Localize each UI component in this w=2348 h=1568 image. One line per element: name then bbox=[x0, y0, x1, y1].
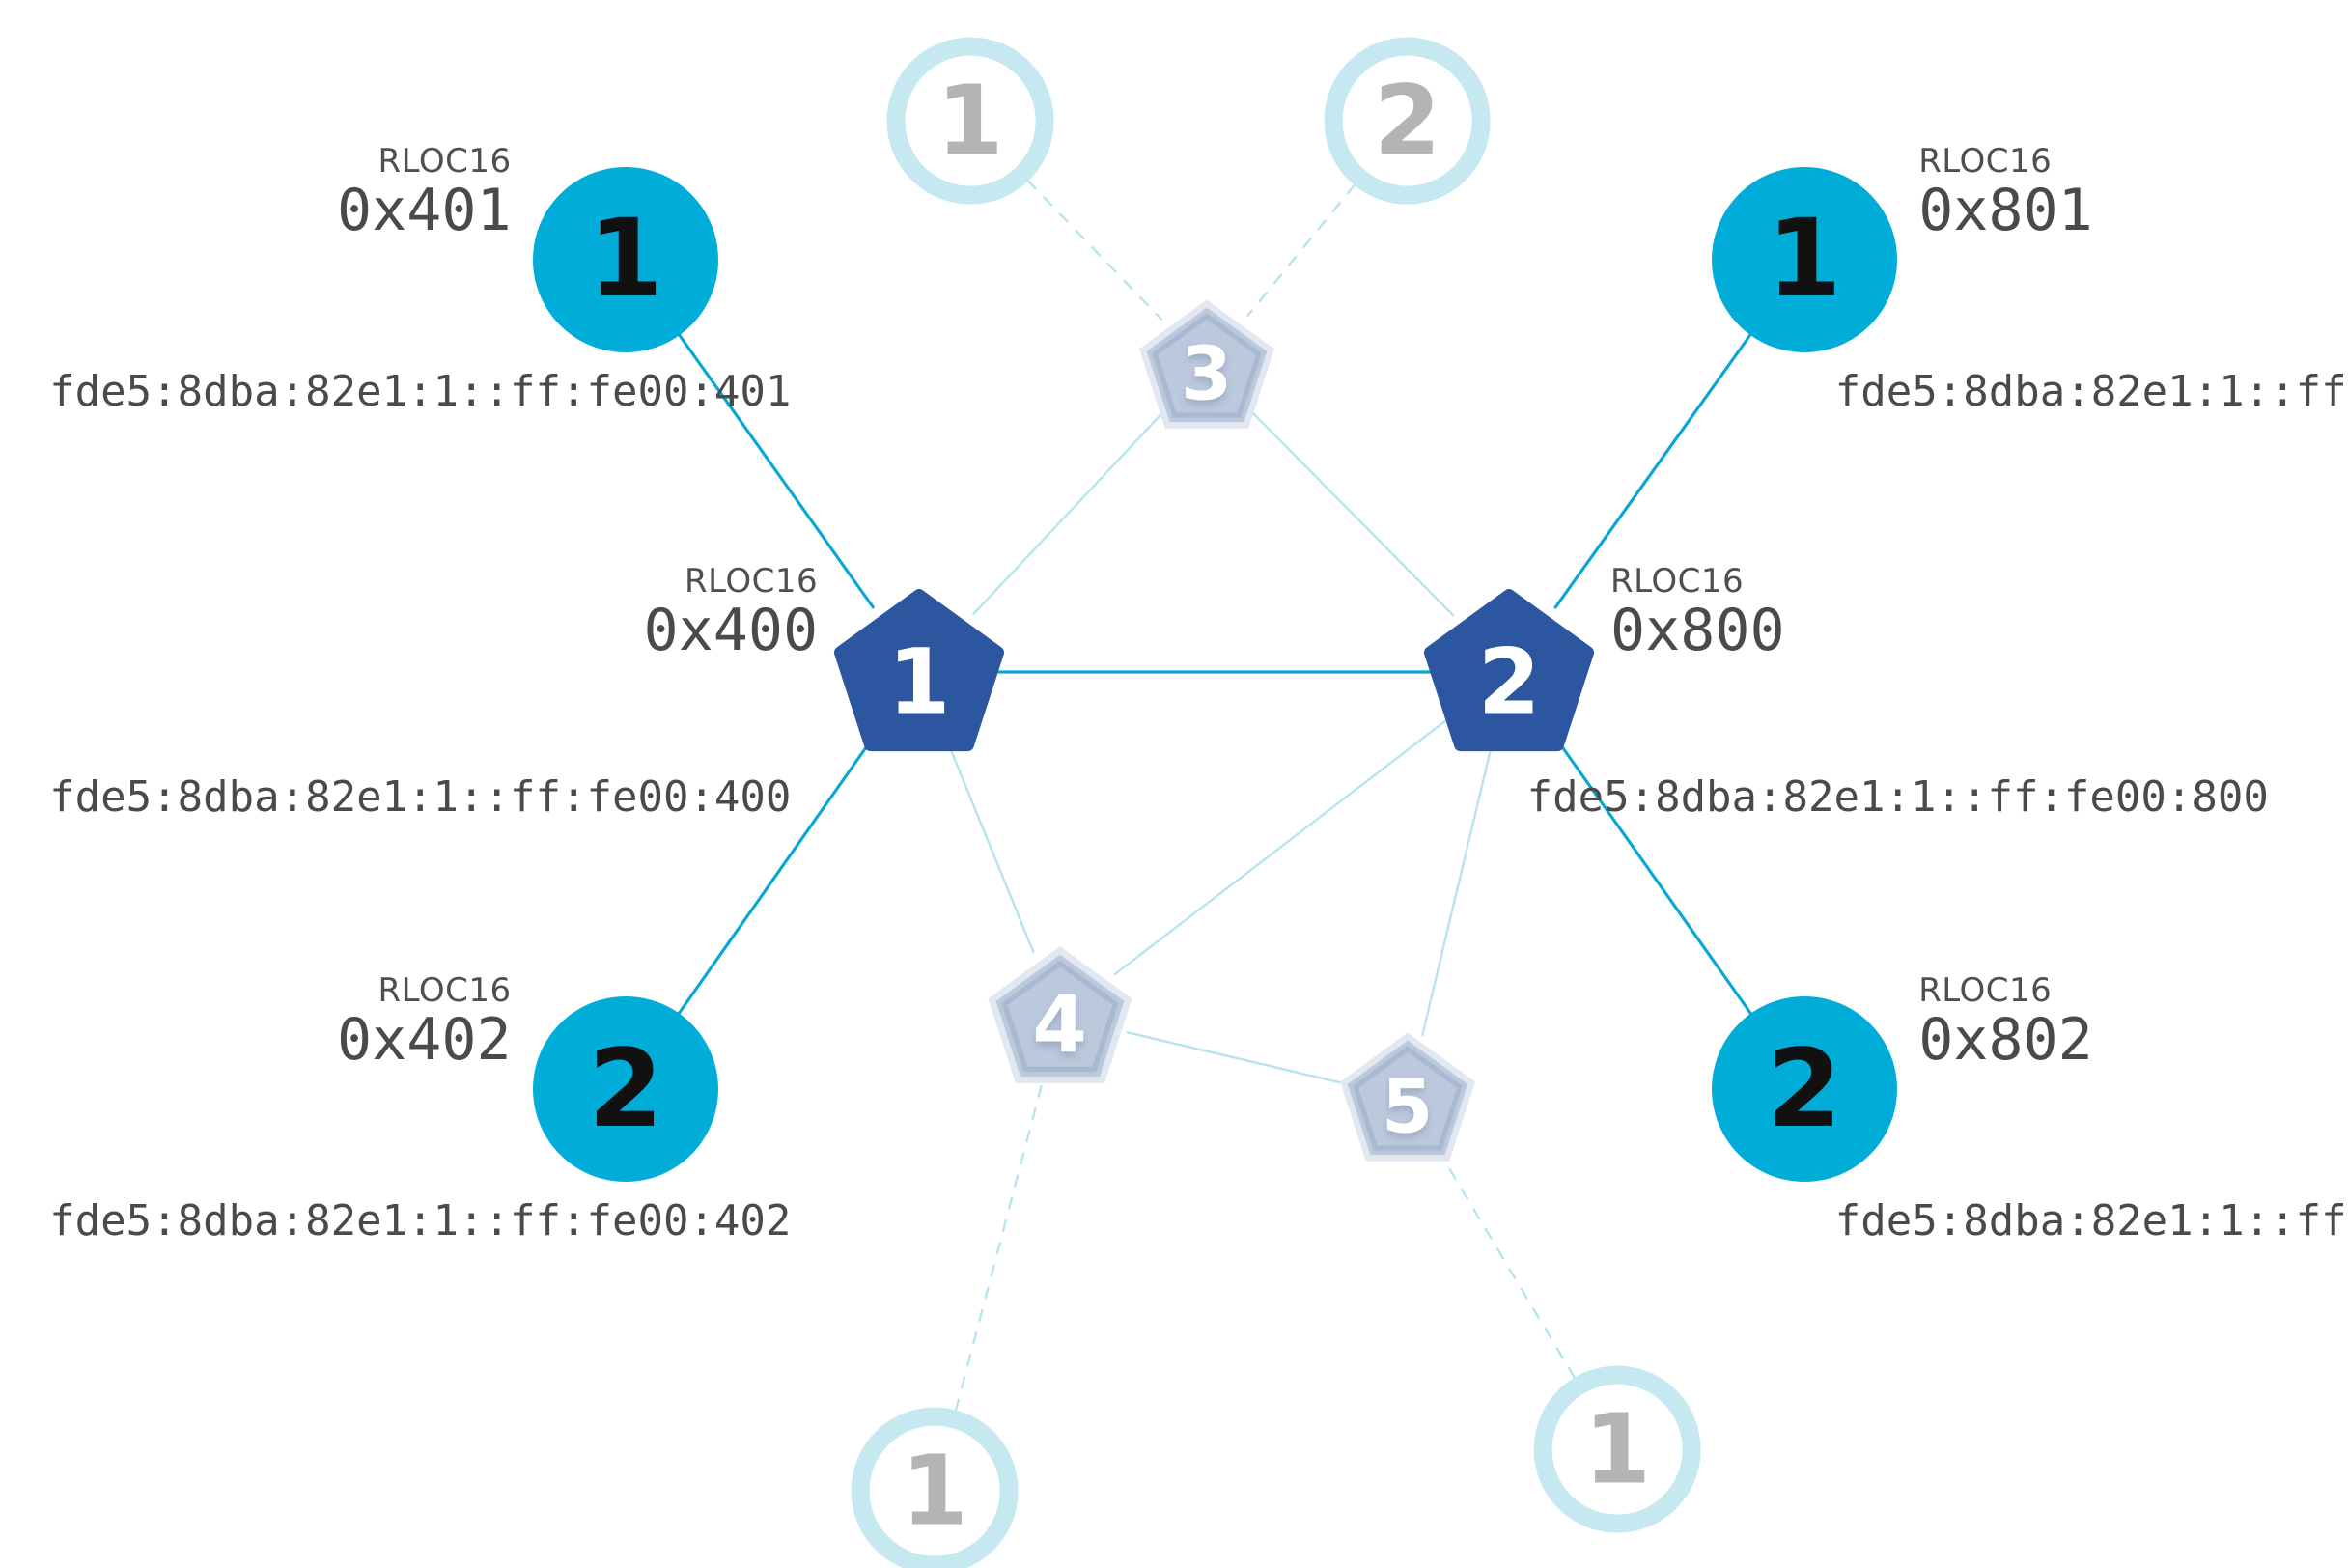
router-node-0x800[interactable]: 2 bbox=[1423, 585, 1596, 758]
rloc16-caption: RLOC16 bbox=[1918, 141, 2053, 181]
rloc16-caption: RLOC16 bbox=[1918, 970, 2053, 1010]
ipv6-address-0x801: fde5:8dba:82e1:1::ff:fe00:801 bbox=[1834, 367, 2348, 416]
node-number: 1 bbox=[588, 197, 663, 322]
child-node-0x802[interactable]: 2 bbox=[1711, 996, 1897, 1182]
ipv6-address-0x802: fde5:8dba:82e1:1::ff:fe00:802 bbox=[1834, 1196, 2348, 1246]
link-p4-r800[interactable] bbox=[1115, 720, 1446, 974]
rloc16-value: 0x400 bbox=[643, 596, 819, 664]
ipv6-address-0x401: fde5:8dba:82e1:1::ff:fe00:401 bbox=[49, 367, 792, 416]
rloc16-caption: RLOC16 bbox=[377, 141, 512, 181]
link-h3-p4[interactable] bbox=[956, 1084, 1042, 1411]
rloc16-caption: RLOC16 bbox=[1610, 561, 1745, 601]
router-node-0x400[interactable]: 1 bbox=[832, 585, 1005, 758]
rloc16-caption: RLOC16 bbox=[377, 970, 512, 1010]
detached-node-h3[interactable]: 1 bbox=[851, 1407, 1019, 1568]
child-node-0x402[interactable]: 2 bbox=[533, 996, 718, 1182]
inactive-router-node-p3[interactable]: 3 bbox=[1135, 295, 1277, 437]
node-number: 2 bbox=[1373, 64, 1441, 178]
node-number: 1 bbox=[1583, 1392, 1652, 1506]
link-h1-p3[interactable] bbox=[1028, 181, 1161, 319]
node-number: 2 bbox=[1767, 1026, 1842, 1152]
link-p5-r800[interactable] bbox=[1422, 749, 1491, 1035]
link-p3-r800[interactable] bbox=[1252, 412, 1453, 615]
child-node-0x401[interactable]: 1 bbox=[533, 166, 718, 352]
link-r400-p3[interactable] bbox=[973, 414, 1161, 614]
link-h4-p5[interactable] bbox=[1440, 1155, 1574, 1378]
ipv6-address-0x800: fde5:8dba:82e1:1::ff:fe00:800 bbox=[1526, 771, 2269, 822]
link-c401-r400[interactable] bbox=[680, 335, 874, 607]
ipv6-address-0x402: fde5:8dba:82e1:1::ff:fe00:402 bbox=[49, 1196, 792, 1246]
detached-node-h2[interactable]: 2 bbox=[1324, 37, 1491, 205]
node-number: 1 bbox=[1767, 197, 1842, 322]
pentagon-shape bbox=[1138, 299, 1274, 429]
pentagon-shape bbox=[833, 588, 1005, 752]
inactive-router-node-p5[interactable]: 5 bbox=[1336, 1027, 1478, 1169]
rloc16-value: 0x401 bbox=[336, 176, 512, 244]
pentagon-shape bbox=[1339, 1032, 1475, 1162]
detached-node-h4[interactable]: 1 bbox=[1533, 1365, 1701, 1533]
link-h2-p3[interactable] bbox=[1247, 185, 1354, 316]
child-node-0x801[interactable]: 1 bbox=[1711, 166, 1897, 352]
pentagon-shape bbox=[1424, 588, 1595, 752]
ipv6-address-0x400: fde5:8dba:82e1:1::ff:fe00:400 bbox=[49, 771, 792, 822]
node-number: 1 bbox=[901, 1434, 968, 1548]
node-number: 1 bbox=[936, 64, 1004, 178]
inactive-router-node-p4[interactable]: 4 bbox=[984, 940, 1135, 1092]
link-c802-r800[interactable] bbox=[1555, 737, 1751, 1013]
rloc16-value: 0x800 bbox=[1610, 596, 1785, 664]
pentagon-shape bbox=[988, 945, 1132, 1083]
rloc16-value: 0x402 bbox=[336, 1005, 512, 1074]
detached-node-h1[interactable]: 1 bbox=[886, 37, 1054, 205]
link-c801-r800[interactable] bbox=[1555, 335, 1750, 607]
link-r400-p4[interactable] bbox=[949, 745, 1033, 952]
rloc16-value: 0x802 bbox=[1918, 1005, 2093, 1074]
link-c402-r400[interactable] bbox=[679, 737, 873, 1013]
link-p4-p5[interactable] bbox=[1128, 1032, 1344, 1083]
node-number: 2 bbox=[588, 1026, 663, 1152]
rloc16-caption: RLOC16 bbox=[685, 561, 819, 601]
rloc16-value: 0x801 bbox=[1918, 176, 2093, 244]
